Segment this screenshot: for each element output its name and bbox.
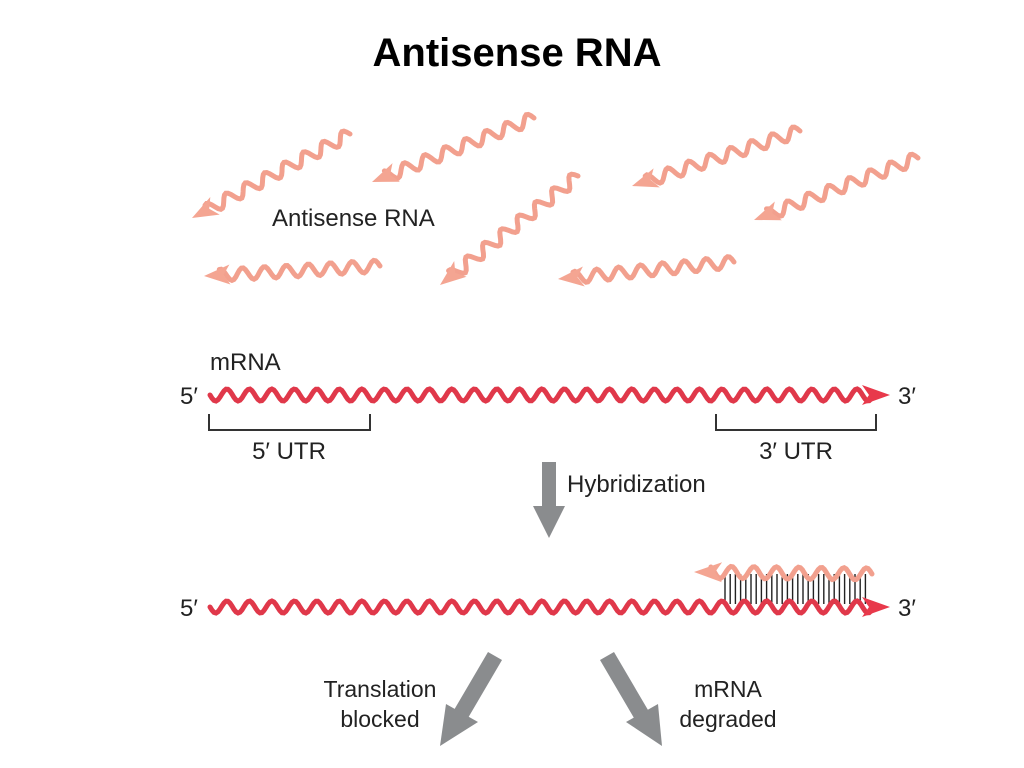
antisense-rna-strand-wave xyxy=(381,111,537,181)
hybridization-arrow xyxy=(533,462,565,538)
antisense-rna-strand-arrowhead xyxy=(440,261,467,285)
antisense-rna-strands xyxy=(192,111,921,287)
antisense-rna-strand xyxy=(558,254,737,287)
bound-antisense-rna xyxy=(694,562,875,583)
hybrid-five-prime-label: 5′ xyxy=(180,595,198,622)
antisense-rna-strand xyxy=(192,128,353,218)
hybridized-mrna-strand-arrowhead xyxy=(862,597,890,617)
utr5-label: 5′ UTR xyxy=(252,438,326,465)
page-title: Antisense RNA xyxy=(373,31,662,75)
mrna-strand-wave xyxy=(207,386,876,404)
antisense-rna-strand-arrowhead xyxy=(372,163,400,182)
hybrid-three-prime-label: 3′ xyxy=(898,595,916,622)
antisense-rna-strand-arrowhead xyxy=(204,264,231,285)
antisense-rna-strand-wave xyxy=(202,128,353,212)
antisense-rna-strand-wave xyxy=(216,257,383,284)
mrna-degraded-arrow xyxy=(600,652,662,746)
translation-blocked-label-line2: blocked xyxy=(340,706,419,732)
antisense-rna-strand xyxy=(632,124,803,188)
translation-blocked-label-line1: Translation xyxy=(324,676,437,702)
antisense-rna-strand xyxy=(440,171,581,285)
hybridization-label: Hybridization xyxy=(567,471,706,498)
hybridized-mrna-strand xyxy=(207,597,890,617)
antisense-rna-strand-arrowhead xyxy=(632,168,660,188)
antisense-rna-label: Antisense RNA xyxy=(272,205,435,232)
bound-antisense-rna-arrowhead xyxy=(694,562,723,583)
antisense-rna-strand-wave xyxy=(764,151,921,219)
antisense-rna-strand xyxy=(204,257,383,285)
mrna-five-prime-label: 5′ xyxy=(180,383,198,410)
utr3-bracket xyxy=(715,414,877,431)
bound-antisense-rna-wave xyxy=(708,563,875,583)
utr3-label: 3′ UTR xyxy=(759,438,833,465)
antisense-rna-strand-wave xyxy=(642,124,803,186)
antisense-rna-strand xyxy=(372,111,537,182)
mrna-label: mRNA xyxy=(210,349,281,376)
mrna-degraded-label-line1: mRNA xyxy=(694,676,762,702)
antisense-rna-strand-arrowhead xyxy=(754,201,782,221)
antisense-rna-strand-arrowhead xyxy=(558,266,585,287)
mrna-strand-arrowhead xyxy=(862,385,890,405)
mrna-degraded-label-line2: degraded xyxy=(679,706,776,732)
mrna-strand xyxy=(207,385,890,405)
utr5-bracket xyxy=(208,414,371,431)
antisense-rna-strand-wave xyxy=(446,171,581,276)
mrna-three-prime-label: 3′ xyxy=(898,383,916,410)
antisense-rna-strand-wave xyxy=(570,254,737,285)
antisense-rna-strand xyxy=(754,151,921,221)
translation-blocked-arrow xyxy=(440,652,502,746)
hybridized-mrna-strand-wave xyxy=(207,598,876,616)
antisense-rna-strand-arrowhead xyxy=(192,197,220,218)
